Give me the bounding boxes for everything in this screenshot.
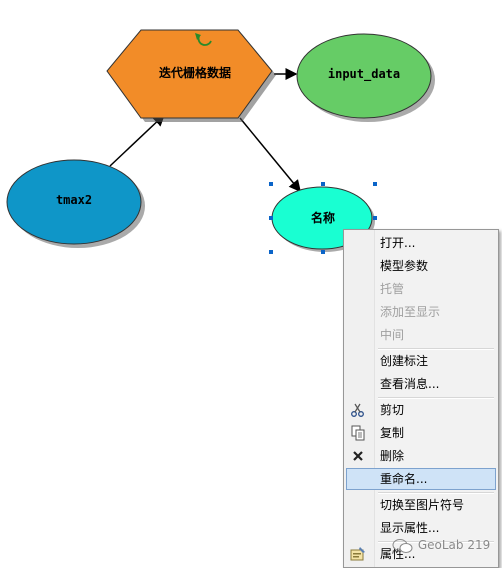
menu-item-label: 添加至显示 (380, 305, 441, 319)
menu-item-open[interactable]: 打开... (346, 232, 496, 254)
menu-icon-gutter (344, 230, 375, 567)
delete-icon (353, 451, 363, 461)
menu-item-show-properties[interactable]: 显示属性... (346, 517, 496, 539)
iterate-raster-node[interactable] (106, 29, 273, 119)
menu-item-label: 托管 (380, 282, 405, 296)
menu-separator (378, 397, 494, 399)
menu-item-cut[interactable]: 剪切 (346, 399, 496, 421)
properties-icon (350, 547, 365, 561)
menu-item-label: 剪切 (380, 403, 405, 417)
selection-handle[interactable] (373, 216, 377, 220)
scissors-icon (351, 403, 364, 417)
wechat-icon (392, 538, 414, 553)
menu-item-label: 显示属性... (380, 521, 440, 535)
selection-handle[interactable] (321, 182, 325, 186)
tmax2-node[interactable] (6, 159, 142, 245)
menu-separator (378, 348, 494, 350)
watermark-text: GeoLab 219 (417, 538, 491, 552)
menu-item-rename[interactable]: 重命名... (346, 468, 496, 490)
menu-item-label: 切换至图片符号 (380, 498, 465, 512)
menu-item-intermediate[interactable]: 中间 (346, 324, 496, 346)
menu-item-create-label[interactable]: 创建标注 (346, 350, 496, 372)
menu-item-managed[interactable]: 托管 (346, 278, 496, 300)
menu-item-label: 模型参数 (380, 259, 429, 273)
input-data-label: input_data (327, 67, 401, 81)
selection-handle[interactable] (269, 250, 273, 254)
watermark: GeoLab 219 (392, 538, 502, 560)
menu-item-label: 创建标注 (380, 354, 429, 368)
refresh-icon (195, 33, 212, 46)
menu-item-label: 重命名... (380, 472, 428, 486)
menu-separator (378, 541, 494, 543)
selection-handle[interactable] (269, 216, 273, 220)
menu-item-delete[interactable]: 删除 (346, 445, 496, 467)
menu-item-label: 查看消息... (380, 377, 440, 391)
tmax2-label: tmax2 (55, 193, 93, 207)
menu-item-copy[interactable]: 复制 (346, 422, 496, 444)
selection-handle[interactable] (321, 250, 325, 254)
menu-item-label: 复制 (380, 426, 405, 440)
connector-iterate-to-name[interactable] (239, 117, 301, 193)
menu-item-label: 中间 (380, 328, 405, 342)
menu-item-view-messages[interactable]: 查看消息... (346, 373, 496, 395)
menu-item-model-parameters[interactable]: 模型参数 (346, 255, 496, 277)
menu-separator (378, 492, 494, 494)
copy-icon (351, 425, 365, 441)
connector-input-to-iterate[interactable] (109, 113, 166, 167)
selection-handle[interactable] (269, 182, 273, 186)
selection-handle[interactable] (373, 182, 377, 186)
iterate-raster-label: 迭代栅格数据 (158, 66, 231, 80)
name-label: 名称 (310, 211, 335, 225)
menu-item-label: 打开... (380, 236, 416, 250)
menu-item-label: 删除 (380, 449, 405, 463)
context-menu: 打开... 模型参数 托管 添加至显示 中间 创建标注 查看消息... 剪切 复… (343, 229, 499, 568)
menu-item-switch-to-image-symbol[interactable]: 切换至图片符号 (346, 494, 496, 516)
menu-item-add-to-display[interactable]: 添加至显示 (346, 301, 496, 323)
input-data-node[interactable] (296, 33, 432, 119)
